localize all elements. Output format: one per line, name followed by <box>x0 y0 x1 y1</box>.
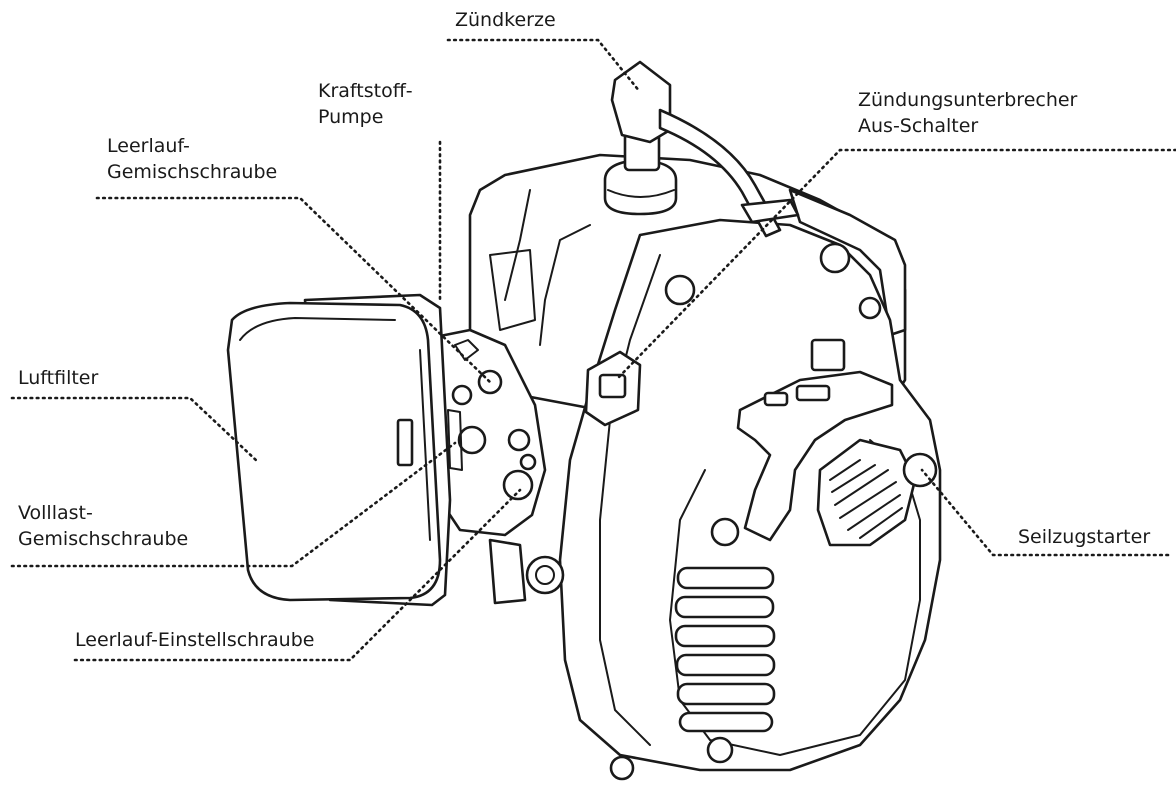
air-filter <box>226 301 442 602</box>
engine-drawing-icon <box>226 60 942 781</box>
idle-adjust-knob <box>525 555 565 595</box>
starter-handle <box>736 370 894 542</box>
leader-volllast-gemischschraube <box>10 441 457 568</box>
label-leerlauf-einstellschraube: Leerlauf-Einstellschraube <box>75 627 314 653</box>
label-volllast-gemischschraube-line2: Gemischschraube <box>18 528 189 550</box>
label-seilzugstarter-text: Seilzugstarter <box>1018 526 1151 548</box>
leader-leerlauf-gemischschraube <box>95 196 492 384</box>
label-zuendkerze-text: Zündkerze <box>455 9 556 31</box>
label-zuendungsunterbrecher: Zündungsunterbrecher Aus-Schalter <box>858 87 1077 139</box>
vent-slots <box>674 566 776 733</box>
label-zuendungsunterbrecher-line2: Aus-Schalter <box>858 115 979 137</box>
cover-screw-5 <box>706 736 734 764</box>
cover-screw-4 <box>710 517 740 547</box>
label-kraftstoff-pumpe-line2: Pumpe <box>318 106 384 128</box>
cover-screw-3 <box>858 296 882 320</box>
leader-lines <box>10 38 1176 662</box>
label-seilzugstarter: Seilzugstarter <box>1018 524 1150 550</box>
leader-leerlauf-einstellschraube <box>73 488 522 662</box>
label-kraftstoff-pumpe-line1: Kraftstoff- <box>318 80 413 102</box>
cover-screw-1 <box>819 242 851 274</box>
label-luftfilter: Luftfilter <box>18 365 98 391</box>
spark-plug-boot <box>610 60 672 144</box>
leader-seilzugstarter <box>920 468 1170 557</box>
leader-zuendkerze <box>446 38 642 94</box>
label-leerlauf-gemischschraube-line1: Leerlauf- <box>107 135 190 157</box>
label-volllast-gemischschraube-line1: Volllast- <box>18 502 93 524</box>
label-zuendkerze: Zündkerze <box>455 7 556 33</box>
label-kraftstoff-pumpe: Kraftstoff- Pumpe <box>318 78 413 130</box>
starter-ribs <box>816 438 917 547</box>
label-leerlauf-gemischschraube: Leerlauf- Gemischschraube <box>107 133 277 185</box>
label-volllast-gemischschraube: Volllast- Gemischschraube <box>18 500 188 552</box>
full-load-screw <box>502 469 534 501</box>
leader-zuendungsunterbrecher <box>616 148 1176 380</box>
label-leerlauf-gemischschraube-line2: Gemischschraube <box>107 161 278 183</box>
label-luftfilter-text: Luftfilter <box>18 367 99 389</box>
cooling-housing-right <box>788 188 907 337</box>
starter-pull-ring <box>902 452 938 488</box>
label-leerlauf-einstellschraube-text: Leerlauf-Einstellschraube <box>75 629 315 651</box>
leader-luftfilter <box>10 396 260 464</box>
cover-screw-2 <box>664 274 696 306</box>
label-zuendungsunterbrecher-line1: Zündungsunterbrecher <box>858 89 1078 111</box>
